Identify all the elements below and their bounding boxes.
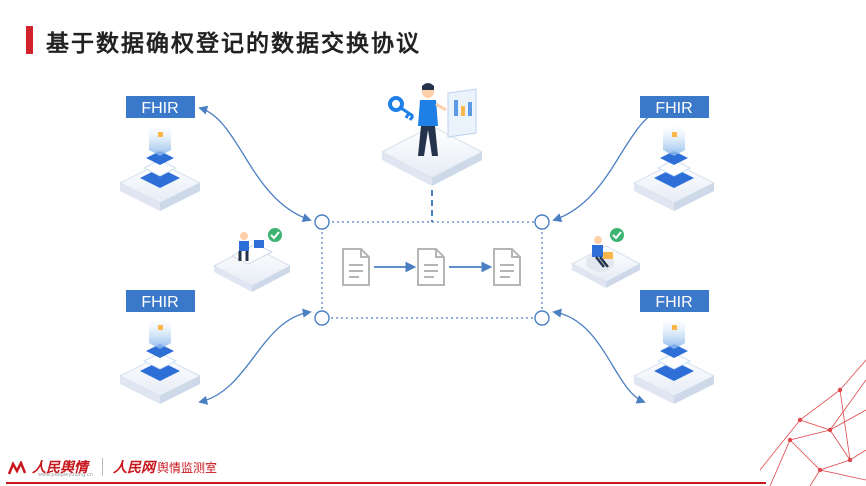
connector-top-left xyxy=(198,105,312,223)
brand-logo-text: 人民舆情 xyxy=(32,460,88,476)
check-icon xyxy=(268,228,282,242)
brand-logo-subtext: www.peopleyuqing.cn xyxy=(38,472,93,478)
port-circle-top-left xyxy=(314,214,330,230)
connector-bottom-left xyxy=(198,308,312,405)
brand-logo-icon xyxy=(7,459,28,475)
port-circle-bottom-left xyxy=(314,310,330,326)
fhir-label: FHIR xyxy=(655,100,692,117)
server-node-top-right: FHIR xyxy=(632,96,716,211)
brand2-tail: 舆情监测室 xyxy=(157,460,218,475)
connector-top-right xyxy=(552,105,666,223)
footer-branding: 人民舆情 www.peopleyuqing.cn 人民网 舆情监测室 xyxy=(7,454,218,480)
fhir-label: FHIR xyxy=(141,100,178,117)
network-decoration xyxy=(759,359,866,486)
page-title: 基于数据确权登记的数据交换协议 xyxy=(46,31,421,57)
presenter-with-key-illustration xyxy=(380,83,484,186)
document-icon xyxy=(493,248,521,286)
user-on-chair-illustration xyxy=(570,236,642,288)
check-icon xyxy=(610,228,624,242)
server-node-top-left: FHIR xyxy=(118,96,202,211)
server-node-bottom-right: FHIR xyxy=(632,290,716,404)
user-at-desk-illustration xyxy=(212,232,292,292)
title-accent-bar xyxy=(26,26,33,54)
fhir-label: FHIR xyxy=(655,294,692,311)
brand2-name: 人民网 xyxy=(113,460,155,476)
port-circle-top-right xyxy=(534,214,550,230)
document-icon xyxy=(417,248,445,286)
server-node-bottom-left: FHIR xyxy=(118,290,202,404)
footer-rule xyxy=(6,482,766,484)
port-circle-bottom-right xyxy=(534,310,550,326)
footer-separator xyxy=(102,458,103,476)
fhir-label: FHIR xyxy=(141,294,178,311)
connector-bottom-right xyxy=(552,308,646,404)
document-icon xyxy=(342,248,370,286)
